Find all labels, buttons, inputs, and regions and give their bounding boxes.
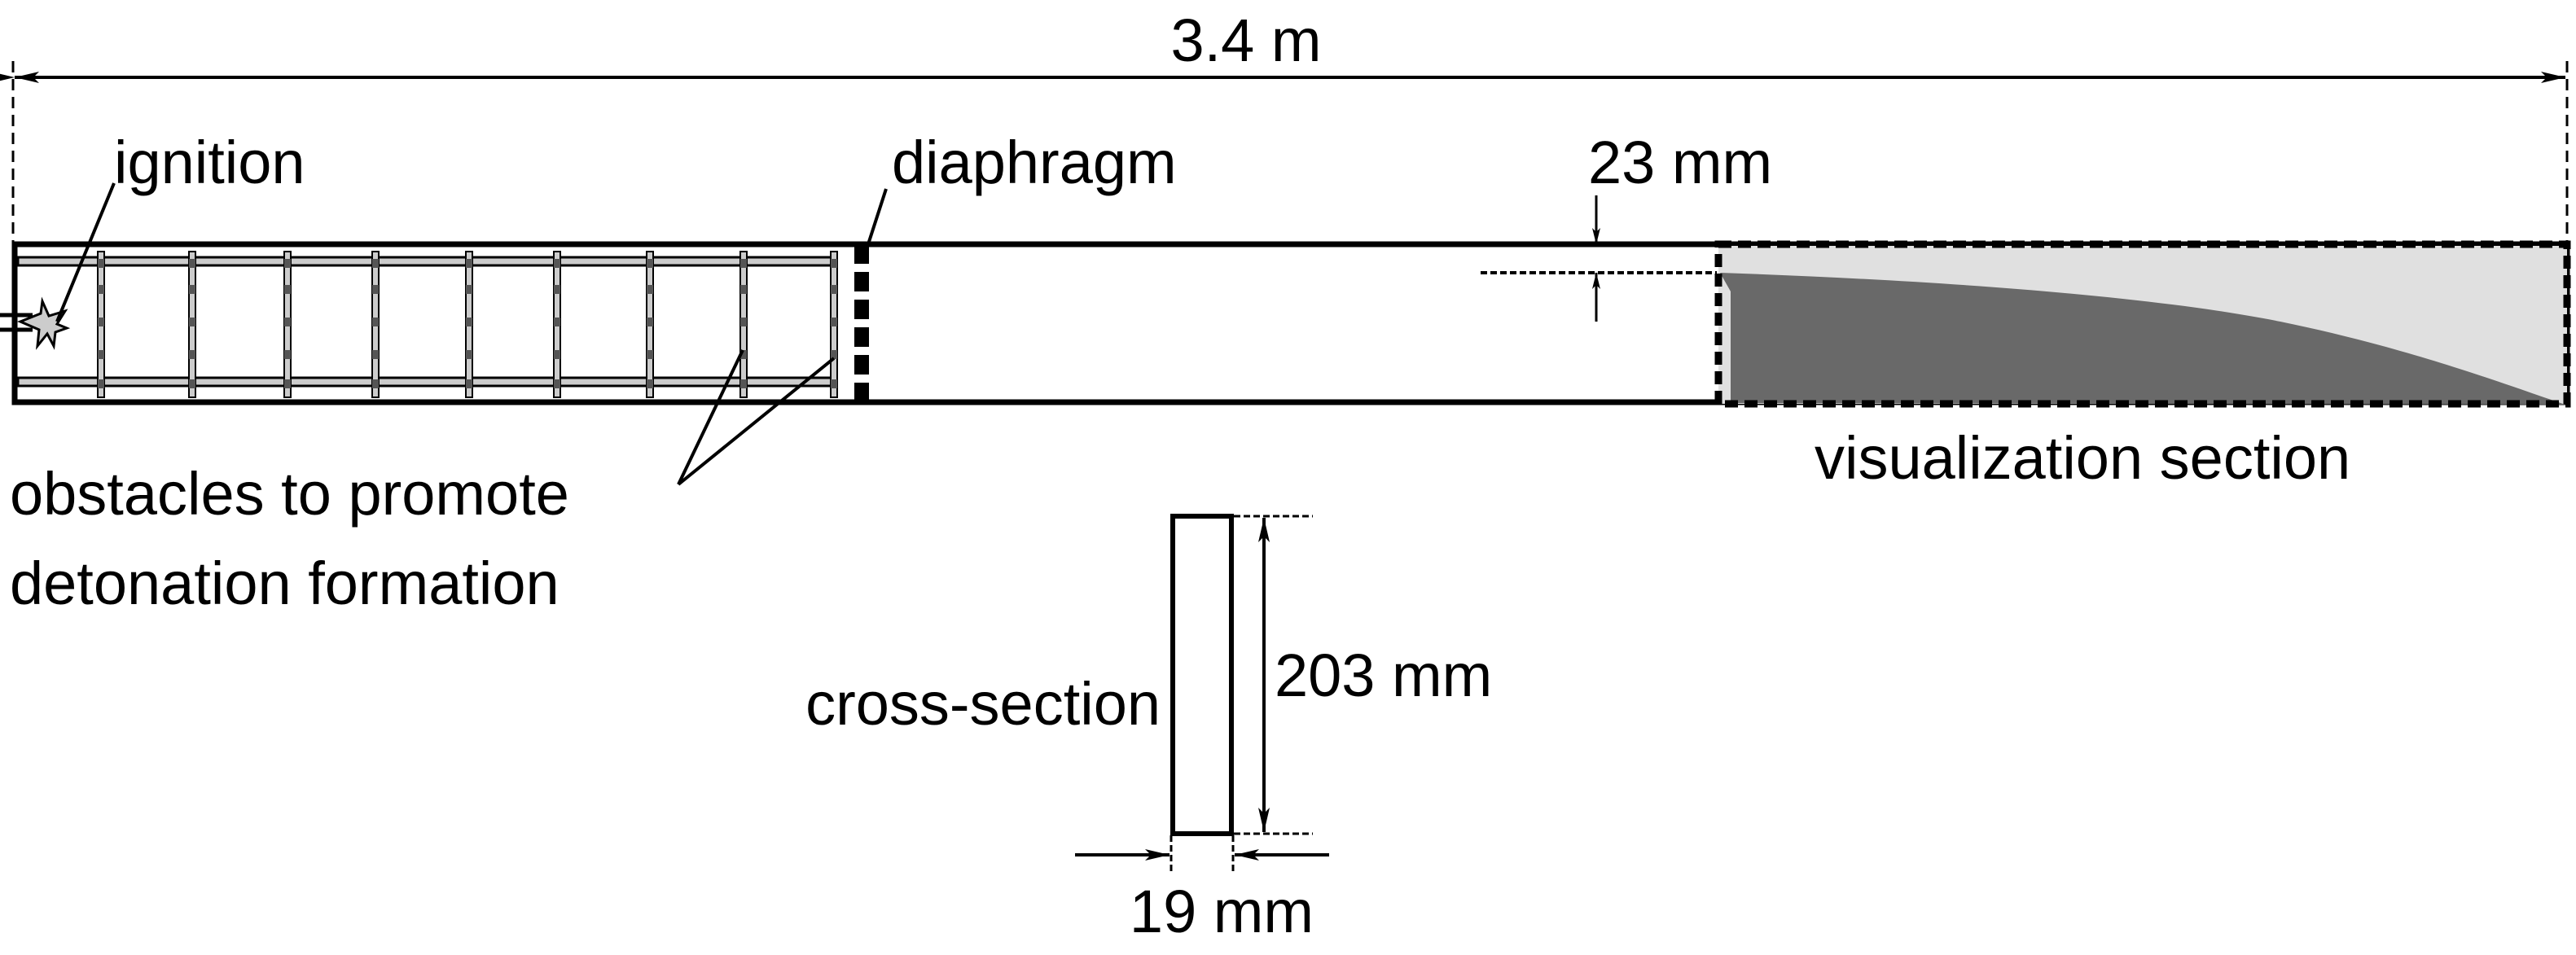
obstacle-post [830,251,838,398]
diaphragm-label: diaphragm [892,129,1177,196]
cross-section: 203 mm cross-section 19 mm [805,514,1492,945]
cs-width-label: 19 mm [1130,878,1314,945]
obstacle-post [97,251,105,398]
obstacle-post [188,251,196,398]
visualization-label: visualization section [1815,424,2350,492]
obstacle-post [283,251,292,398]
obstacles-label-line1: obstacles to promote [10,460,569,528]
ignition-leader [55,182,116,322]
obstacle-leader [677,349,744,485]
gas-layer [1720,273,2565,405]
obstacle-post [739,251,748,398]
obstacle-post [553,251,561,398]
visualization-section [1714,240,2571,408]
obstacles [16,251,838,398]
obstacle-leader [677,357,836,486]
ignition-label: ignition [114,129,305,196]
ignition-spark-icon [0,296,71,350]
gap-label: 23 mm [1588,129,1772,196]
cs-height-label: 203 mm [1275,642,1492,709]
obstacle-post [646,251,654,398]
length-dimension: 3.4 m [0,7,2569,244]
cross-section-label: cross-section [805,670,1161,738]
obstacle-post [465,251,473,398]
obstacle-post [371,251,380,398]
gap-dimension: 23 mm [1481,129,1772,322]
diaphragm-leader [867,188,888,245]
obstacles-label-line2: detonation formation [10,550,560,617]
length-label: 3.4 m [1170,7,1321,74]
